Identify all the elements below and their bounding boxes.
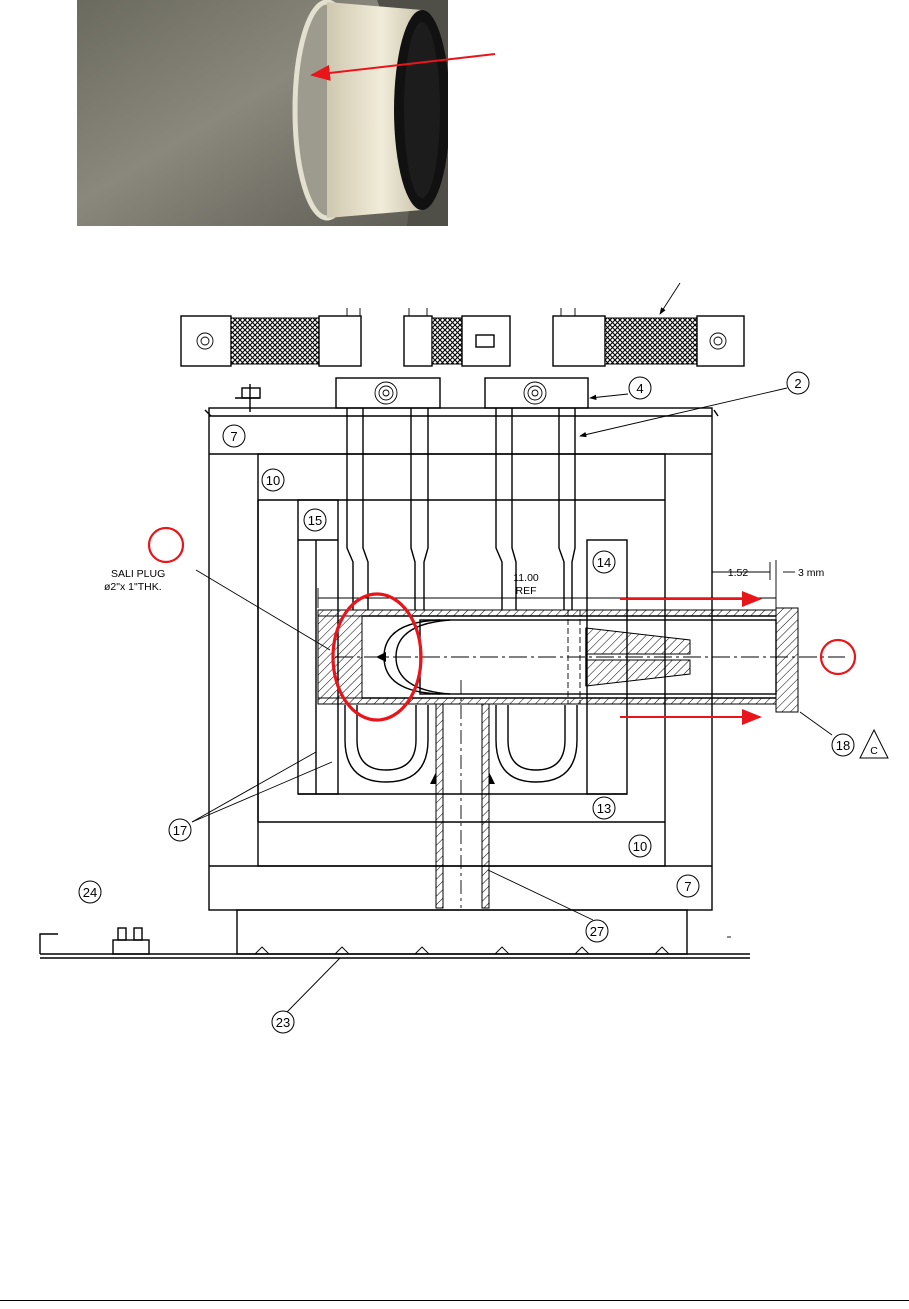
balloon-15: 15 [308,513,322,528]
balloon-14: 14 [597,555,611,570]
gap-b-dim: 3 mm [798,567,825,579]
dimensions: 11.00 REF 1.52 3 mm [317,560,825,608]
terminal-strip [180,282,745,367]
length-dim: 11.00 [513,572,539,584]
balloon-18: 18 [836,738,850,753]
revision-mark: C [870,745,878,757]
callout-circle-right [819,638,857,676]
balloon-23: 23 [276,1015,290,1030]
balloon-27: 27 [590,924,604,939]
leaders [191,387,833,1013]
balloon-7-top: 7 [230,429,237,444]
balloon-17: 17 [173,823,187,838]
page-bottom-rule [0,1300,909,1301]
plug-leader [195,569,331,651]
outlet-tube [317,607,845,713]
gap-a-dim: 1.52 [728,567,749,579]
base-rail [39,927,750,959]
heater-elements [344,408,578,783]
weld-highlight-ellipse [331,592,423,722]
clamp-blocks [335,377,589,409]
housing [204,384,719,955]
balloon-10-bottom: 10 [633,839,647,854]
weld-photo [77,0,448,226]
balloon-10-top: 10 [266,473,280,488]
photo-arrow [310,53,496,81]
drain-pipe [430,680,495,909]
plug-note-line2: ø2"x 1"THK. [104,581,162,593]
red-annotations [147,526,857,725]
balloon-4: 4 [636,381,643,396]
balloons: 2 4 7 7 10 10 13 14 15 17 18 23 24 27 [78,371,855,1034]
length-ref: REF [516,585,537,597]
balloon-2: 2 [794,376,801,391]
balloon-24: 24 [83,885,97,900]
plug-note-line1: SALI PLUG [111,568,165,580]
balloon-13: 13 [597,801,611,816]
callout-circle-left [147,526,185,564]
balloon-7-bottom: 7 [684,879,691,894]
